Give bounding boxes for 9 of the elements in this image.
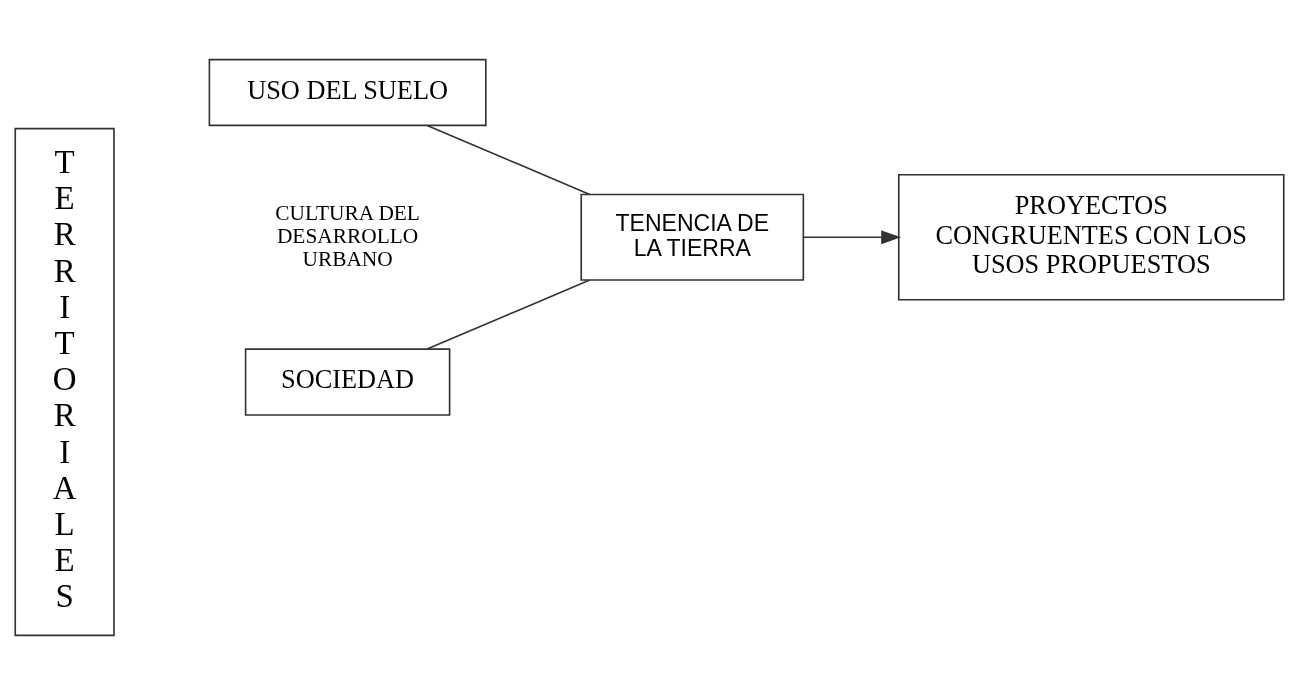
node-box: USO DEL SUELO (208, 58, 487, 126)
node-box: SOCIEDAD (244, 347, 451, 416)
node-text: CULTURA DEL DESARROLLO URBANO (275, 200, 420, 271)
connector (426, 278, 591, 350)
node-box: PROYECTOS CONGRUENTES CON LOS USOS PROPUESTOS (897, 173, 1285, 301)
connector (426, 124, 591, 195)
node-box: TERRITORIALES (14, 127, 115, 636)
arrow (802, 229, 901, 244)
node-box: TENENCIA DE LA TIERRA (580, 193, 805, 281)
